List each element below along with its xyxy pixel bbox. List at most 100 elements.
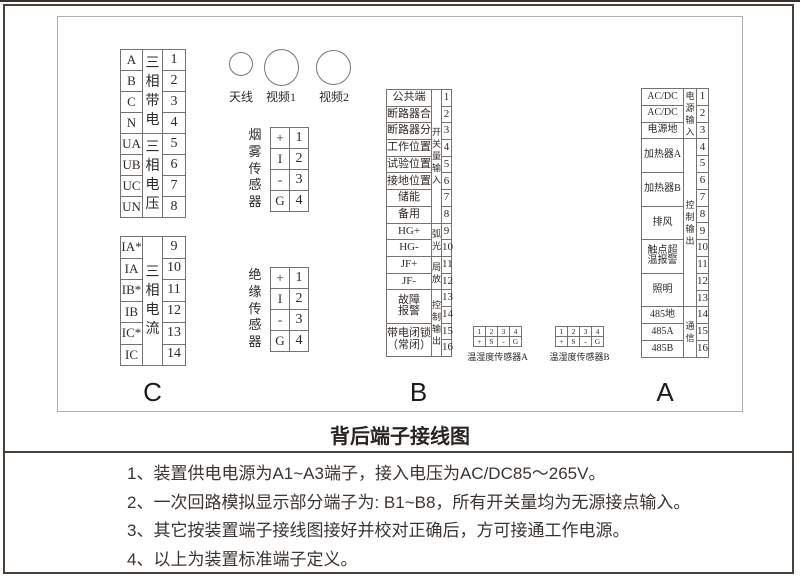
terminal-number: 10 xyxy=(162,257,186,280)
terminal-number: 2 xyxy=(441,105,452,124)
terminal-number: 5 xyxy=(162,133,186,155)
terminal-label: UN xyxy=(120,196,143,218)
terminal-number: 11 xyxy=(696,255,709,274)
terminal-label: 断路器合 xyxy=(386,105,432,124)
terminal-label: B xyxy=(120,70,143,92)
terminal-label: 接地位置 xyxy=(386,172,432,191)
group-c-voltage-table: A 三相带电 1 B 2 C 3 N 4 UA 三相电压 5 UB 6 UC 7… xyxy=(120,49,186,218)
sensor-number: 3 xyxy=(289,169,309,191)
sensor-number: 2 xyxy=(289,148,309,170)
group-a-letter: A xyxy=(656,377,674,407)
sensor-pin: G xyxy=(270,330,290,352)
sensor-number: 1 xyxy=(289,267,309,289)
group-b-table: 公共端 开关量输入 1 断路器合 2 断路器分 3 工作位置 4 试验位置 5 … xyxy=(386,89,453,358)
terminal-label: HG- xyxy=(386,239,432,257)
terminal-label: UB xyxy=(120,154,143,176)
note-line: 2、一次回路模拟显示部分端子为: B1~B8，所有开关量均为无源接点输入。 xyxy=(127,492,691,512)
terminal-label: AC/DC xyxy=(641,104,684,123)
sensor-number: 1 xyxy=(555,326,568,337)
terminal-group-label: 三相带电 xyxy=(142,49,163,134)
terminal-number: 12 xyxy=(441,272,453,291)
terminal-number: 7 xyxy=(441,189,452,207)
terminal-label: 故障 报警 xyxy=(386,289,432,324)
terminal-number: 13 xyxy=(696,289,709,308)
video2-label: 视频2 xyxy=(318,90,349,104)
terminal-number: 11 xyxy=(162,279,186,302)
terminal-number: 9 xyxy=(441,222,452,241)
sensor-pin: + xyxy=(473,336,486,347)
terminal-number: 1 xyxy=(162,49,186,71)
terminal-number: 6 xyxy=(441,172,452,191)
section-divider-line xyxy=(3,451,794,453)
terminal-number: 3 xyxy=(696,121,709,140)
terminal-label: JF+ xyxy=(386,255,432,274)
terminal-label: 加热器A xyxy=(641,138,684,173)
terminal-number: 7 xyxy=(162,175,186,197)
video1-connector-icon xyxy=(264,49,299,86)
terminal-label: IB* xyxy=(120,279,143,302)
note-line: 3、其它按装置端子接线图接好并校对正确后，方可接通工作电源。 xyxy=(127,521,630,540)
terminal-group-label: 三相电流 xyxy=(142,236,163,366)
terminal-number: 4 xyxy=(696,138,709,157)
terminal-number: 8 xyxy=(696,205,709,224)
terminal-group-label: 弧光 xyxy=(431,222,442,257)
terminal-number: 12 xyxy=(696,272,709,291)
terminal-label: 排风 xyxy=(641,205,684,241)
terminal-group-label: 控制输出 xyxy=(431,289,442,357)
note-line: 1、装置供电电源为A1~A3端子，接入电压为AC/DC85～265V。 xyxy=(127,464,606,483)
terminal-number: 11 xyxy=(441,255,453,274)
sensor-pin: G xyxy=(270,190,290,212)
terminal-number: 10 xyxy=(696,239,709,257)
group-a-table: AC/DC 电源输入 1 AC/DC 2 电源地 3 加热器A 控制输出 4 5… xyxy=(641,87,709,358)
sensor-number: 2 xyxy=(485,326,498,337)
terminal-number: 9 xyxy=(696,222,709,241)
antenna-connector-icon xyxy=(229,52,253,76)
terminal-number: 9 xyxy=(162,236,186,259)
terminal-number: 4 xyxy=(162,112,186,134)
terminal-number: 5 xyxy=(441,155,452,174)
terminal-label: 储能 xyxy=(386,189,432,207)
sensor-number: 2 xyxy=(289,288,309,310)
terminal-group-label: 开关量输入 xyxy=(431,89,442,224)
terminal-number: 15 xyxy=(696,323,709,341)
terminal-number: 3 xyxy=(441,122,452,141)
temp-sensor-a-label: 温湿度传感器A xyxy=(467,352,528,362)
sensor-number: 3 xyxy=(289,309,309,331)
terminal-label: C xyxy=(120,91,143,113)
terminal-label: JF- xyxy=(386,272,432,291)
sensor-pin: - xyxy=(270,309,290,331)
terminal-number: 6 xyxy=(162,154,186,176)
temp-sensor-a-table: 1 2 3 4 + S - G xyxy=(473,326,522,347)
terminal-label: HG+ xyxy=(386,222,432,241)
sensor-pin: - xyxy=(270,169,290,191)
sensor-pin: - xyxy=(579,336,592,347)
terminal-number: 7 xyxy=(696,188,709,207)
terminal-label: UA xyxy=(120,133,143,155)
terminal-label: UC xyxy=(120,175,143,197)
terminal-number: 15 xyxy=(441,322,453,341)
page-top-border xyxy=(0,0,800,2)
terminal-label: 备用 xyxy=(386,205,432,224)
terminal-label: 公共端 xyxy=(386,89,432,107)
terminal-label: 485地 xyxy=(641,306,684,325)
outer-frame xyxy=(3,4,794,574)
terminal-number: 14 xyxy=(441,305,453,324)
terminal-number: 13 xyxy=(441,289,453,307)
sensor-number: 1 xyxy=(473,326,486,337)
sensor-pin: S xyxy=(485,336,498,347)
sensor-number: 3 xyxy=(579,326,592,337)
terminal-group-label: 通信 xyxy=(683,306,697,358)
terminal-group-label: 电源输入 xyxy=(683,87,697,140)
sensor-number: 4 xyxy=(509,326,522,337)
temp-sensor-b-table: 1 2 3 4 + S - G xyxy=(555,326,604,347)
terminal-label: 电源地 xyxy=(641,121,684,140)
group-c-current-table: IA* 三相电流 9 IA 10 IB* 11 IB 12 IC* 13 IC … xyxy=(120,236,186,366)
smoke-sensor-label: 烟雾传感器 xyxy=(248,127,262,210)
terminal-label: 加热器B xyxy=(641,171,684,207)
terminal-label: 485A xyxy=(641,323,684,341)
terminal-label: IA* xyxy=(120,236,143,259)
terminal-label: IB xyxy=(120,300,143,323)
group-c-letter: C xyxy=(143,377,162,407)
terminal-group-label: 局放 xyxy=(431,255,442,291)
